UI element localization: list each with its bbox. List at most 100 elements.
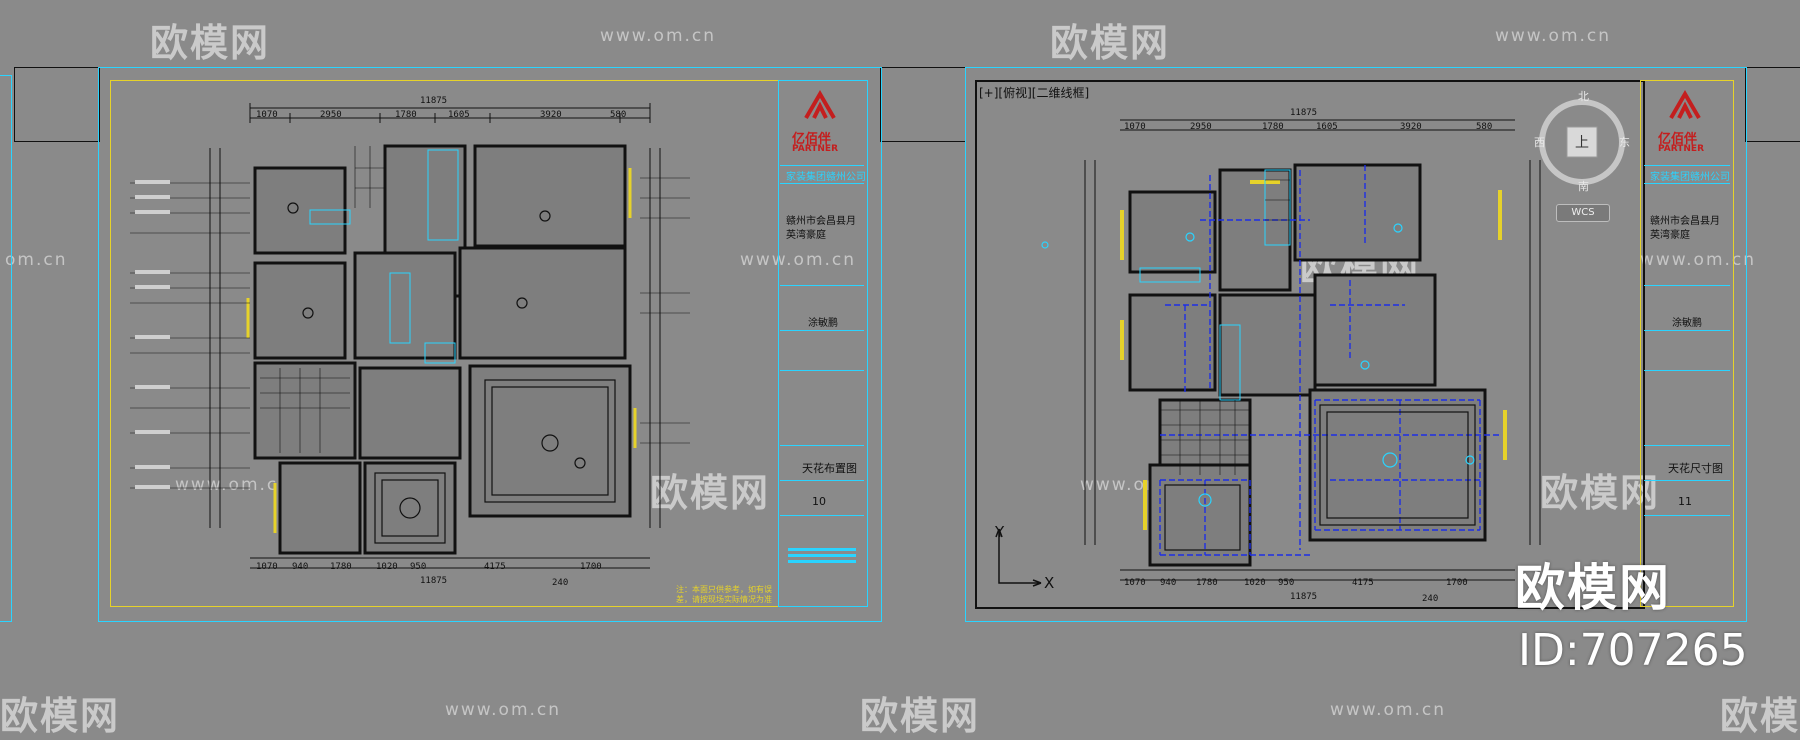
right-tb-line (1644, 445, 1730, 446)
left-dim-bottom: 4175 (484, 562, 506, 572)
right-designer: 涂敏鹏 (1672, 318, 1702, 329)
left-brand-name: 亿佰伴 (792, 132, 832, 147)
right-dim-bottom-total: 11875 (1290, 592, 1318, 602)
watermark-logo: 欧模网 (1050, 21, 1171, 65)
watermark-url: www.om.cn (740, 250, 857, 270)
watermark-logo: 欧模网 (650, 471, 771, 515)
left-designer: 涂敏鹏 (808, 318, 838, 329)
right-dim-bottom: 950 (1278, 578, 1295, 588)
left-dim-top-total: 11875 (420, 96, 448, 106)
right-sheet-no: 11 (1678, 495, 1692, 508)
right-project-line1: 赣州市会昌县月 (1650, 216, 1720, 227)
id-number: ID:707265 (1518, 625, 1748, 676)
right-dim-top: 1605 (1316, 122, 1338, 132)
left-dim-bottom: 950 (410, 562, 427, 572)
left-dim-top: 3920 (540, 110, 562, 120)
right-tb-line (1644, 515, 1730, 516)
left-note-line1: 注：本面只供参考，如有误 (676, 585, 772, 594)
left-floorplan (130, 103, 690, 569)
right-tb-line (1644, 480, 1730, 481)
axis-y-label: Y (995, 523, 1005, 541)
watermark-url: www.om.cn (600, 26, 717, 46)
left-note-line2: 差，请按现场实际情况为准 (676, 595, 772, 604)
viewcube-face-top[interactable]: 上 (1575, 135, 1589, 151)
left-brand-logo (800, 88, 840, 124)
right-dim-bottom: 1700 (1446, 578, 1468, 588)
left-tb-line (780, 480, 864, 481)
left-dim-bottom: 1780 (330, 562, 352, 572)
watermark-url: om.cn (5, 250, 68, 270)
watermark-logo: 欧模网 (1720, 694, 1800, 738)
watermark-logo: 欧模网 (860, 694, 981, 738)
right-dim-bottom: 1020 (1244, 578, 1266, 588)
viewcube[interactable]: 北 南 东 西 上 WCS (1532, 90, 1632, 222)
right-dim-bottom: 940 (1160, 578, 1177, 588)
left-drawing-title: 天花布置图 (802, 462, 857, 475)
left-brand-sub: PARTNER (792, 144, 839, 154)
left-tb-line (780, 183, 864, 184)
right-tb-line (1644, 285, 1730, 286)
left-dim-top: 1605 (448, 110, 470, 120)
watermark-url: www.om.cn (175, 475, 292, 495)
right-viewport[interactable] (975, 80, 1645, 609)
watermark-logo: 欧模网 (150, 21, 271, 65)
viewcube-ring[interactable] (1532, 92, 1632, 192)
edge-frame (1745, 67, 1800, 142)
edge-sheet-left (0, 75, 12, 622)
right-dim-240: 240 (1422, 594, 1439, 604)
watermark-url: www.om.cn (445, 700, 562, 720)
left-dim-bottom: 1070 (256, 562, 278, 572)
left-sheet-outer (98, 67, 882, 622)
right-dim-top: 3920 (1400, 122, 1422, 132)
right-tb-line (1644, 330, 1730, 331)
right-dim-bottom: 1780 (1196, 578, 1218, 588)
right-sheet-outer (965, 67, 1747, 622)
left-sheet-titleblock-border (778, 80, 868, 607)
right-brand-name: 亿佰伴 (1658, 132, 1698, 147)
right-tb-line (1644, 370, 1730, 371)
viewcube-north[interactable]: 北 (1578, 90, 1589, 103)
left-tb-line (780, 445, 864, 446)
right-project-line2: 英湾豪庭 (1650, 230, 1690, 241)
viewcube-east[interactable]: 东 (1619, 136, 1630, 149)
left-dim-top: 580 (610, 110, 627, 120)
left-tb-line (780, 330, 864, 331)
left-dim-bottom: 940 (292, 562, 309, 572)
id-logo: 欧模网 (1515, 559, 1671, 617)
right-dim-top: 1780 (1262, 122, 1284, 132)
right-brand-sub: PARTNER (1658, 144, 1705, 154)
watermark-logo: 欧模网 (0, 694, 121, 738)
right-company: 家装集团赣州公司 (1650, 172, 1730, 183)
left-dim-bottom: 1020 (376, 562, 398, 572)
right-floorplan (1041, 119, 1541, 581)
left-dim-top: 1070 (256, 110, 278, 120)
right-dim-top-total: 11875 (1290, 108, 1318, 118)
watermark-url: www.om.cn (1495, 26, 1612, 46)
left-dim-240: 240 (552, 578, 569, 588)
viewcube-south[interactable]: 南 (1578, 180, 1589, 193)
left-tb-line (780, 285, 864, 286)
left-project-line2: 英湾豪庭 (786, 230, 826, 241)
right-dim-top: 2950 (1190, 122, 1212, 132)
right-dim-bottom: 1070 (1124, 578, 1146, 588)
left-sheet-no: 10 (812, 495, 826, 508)
edge-frame (14, 67, 100, 142)
left-tb-line (780, 515, 864, 516)
right-dim-top: 1070 (1124, 122, 1146, 132)
viewport-label[interactable]: [+][俯视][二维线框] (979, 86, 1090, 100)
right-dim-bottom: 4175 (1352, 578, 1374, 588)
axis-x-label: X (1044, 574, 1055, 592)
left-dim-bottom: 1700 (580, 562, 602, 572)
wcs-menu[interactable]: WCS (1556, 204, 1610, 222)
ucs-axis-icon (995, 525, 1055, 591)
watermark-url: www.om.cn (1640, 250, 1757, 270)
right-brand-logo (1665, 88, 1705, 124)
left-project-line1: 赣州市会昌县月 (786, 216, 856, 227)
left-tb-line (780, 370, 864, 371)
left-tb-line (780, 165, 864, 166)
right-drawing-title: 天花尺寸图 (1668, 462, 1723, 475)
right-tb-line (1644, 183, 1730, 184)
left-dim-top: 2950 (320, 110, 342, 120)
left-company: 家装集团赣州公司 (786, 172, 866, 183)
viewcube-west[interactable]: 西 (1534, 136, 1545, 149)
